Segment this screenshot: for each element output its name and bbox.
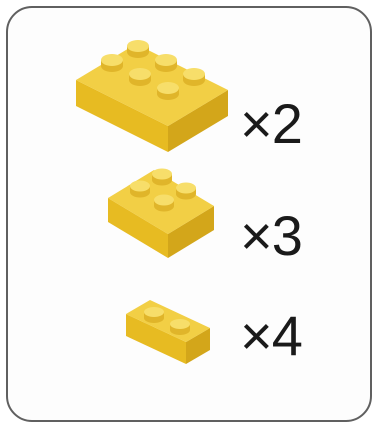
parts-row: ×4: [8, 278, 370, 378]
brick-count-label: ×4: [240, 308, 302, 364]
parts-row: ×3: [8, 158, 370, 268]
parts-list-panel: ×2 ×3 ×4: [6, 6, 372, 422]
brick-1x2-icon: [120, 284, 216, 368]
brick-2x3-icon: [68, 40, 238, 158]
brick-2x2-icon: [102, 164, 222, 264]
brick-count-label: ×2: [240, 96, 302, 152]
brick-count-label: ×3: [240, 208, 302, 264]
parts-row: ×2: [8, 8, 370, 158]
